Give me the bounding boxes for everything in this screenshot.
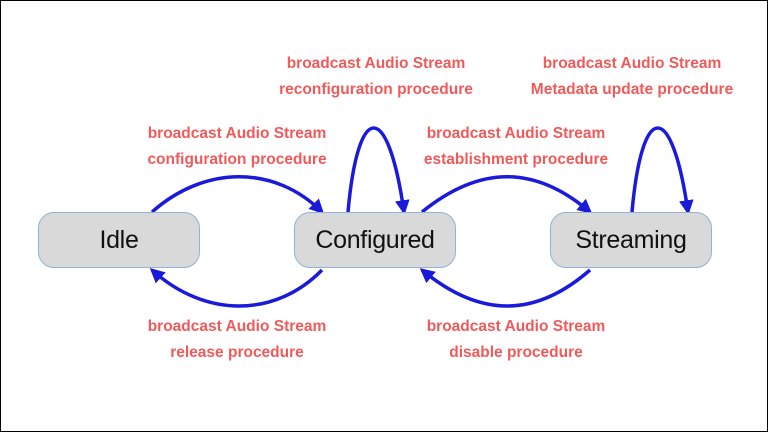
state-idle-label: Idle — [99, 225, 139, 254]
label-establish: broadcast Audio Stream establishment pro… — [423, 125, 609, 168]
label-metadata-update: broadcast Audio Stream Metadata update p… — [530, 55, 734, 98]
arrow-disable — [419, 268, 592, 308]
label-configure: broadcast Audio Stream configuration pro… — [147, 125, 327, 168]
label-reconfigure: broadcast Audio Stream reconfiguration p… — [279, 55, 473, 98]
state-configured-label: Configured — [315, 225, 435, 254]
state-streaming: Streaming — [550, 212, 712, 268]
state-configured: Configured — [294, 212, 456, 268]
arrow-metadata-update-loop — [630, 126, 694, 215]
arrow-release — [149, 268, 324, 308]
label-release: broadcast Audio Stream release procedure — [147, 318, 327, 361]
label-disable: broadcast Audio Stream disable procedure — [426, 318, 606, 361]
state-idle: Idle — [38, 212, 200, 268]
arrow-reconfigure-loop — [346, 126, 410, 215]
arrow-establish — [420, 175, 593, 214]
state-streaming-label: Streaming — [575, 225, 687, 254]
arrow-configure — [150, 175, 325, 215]
